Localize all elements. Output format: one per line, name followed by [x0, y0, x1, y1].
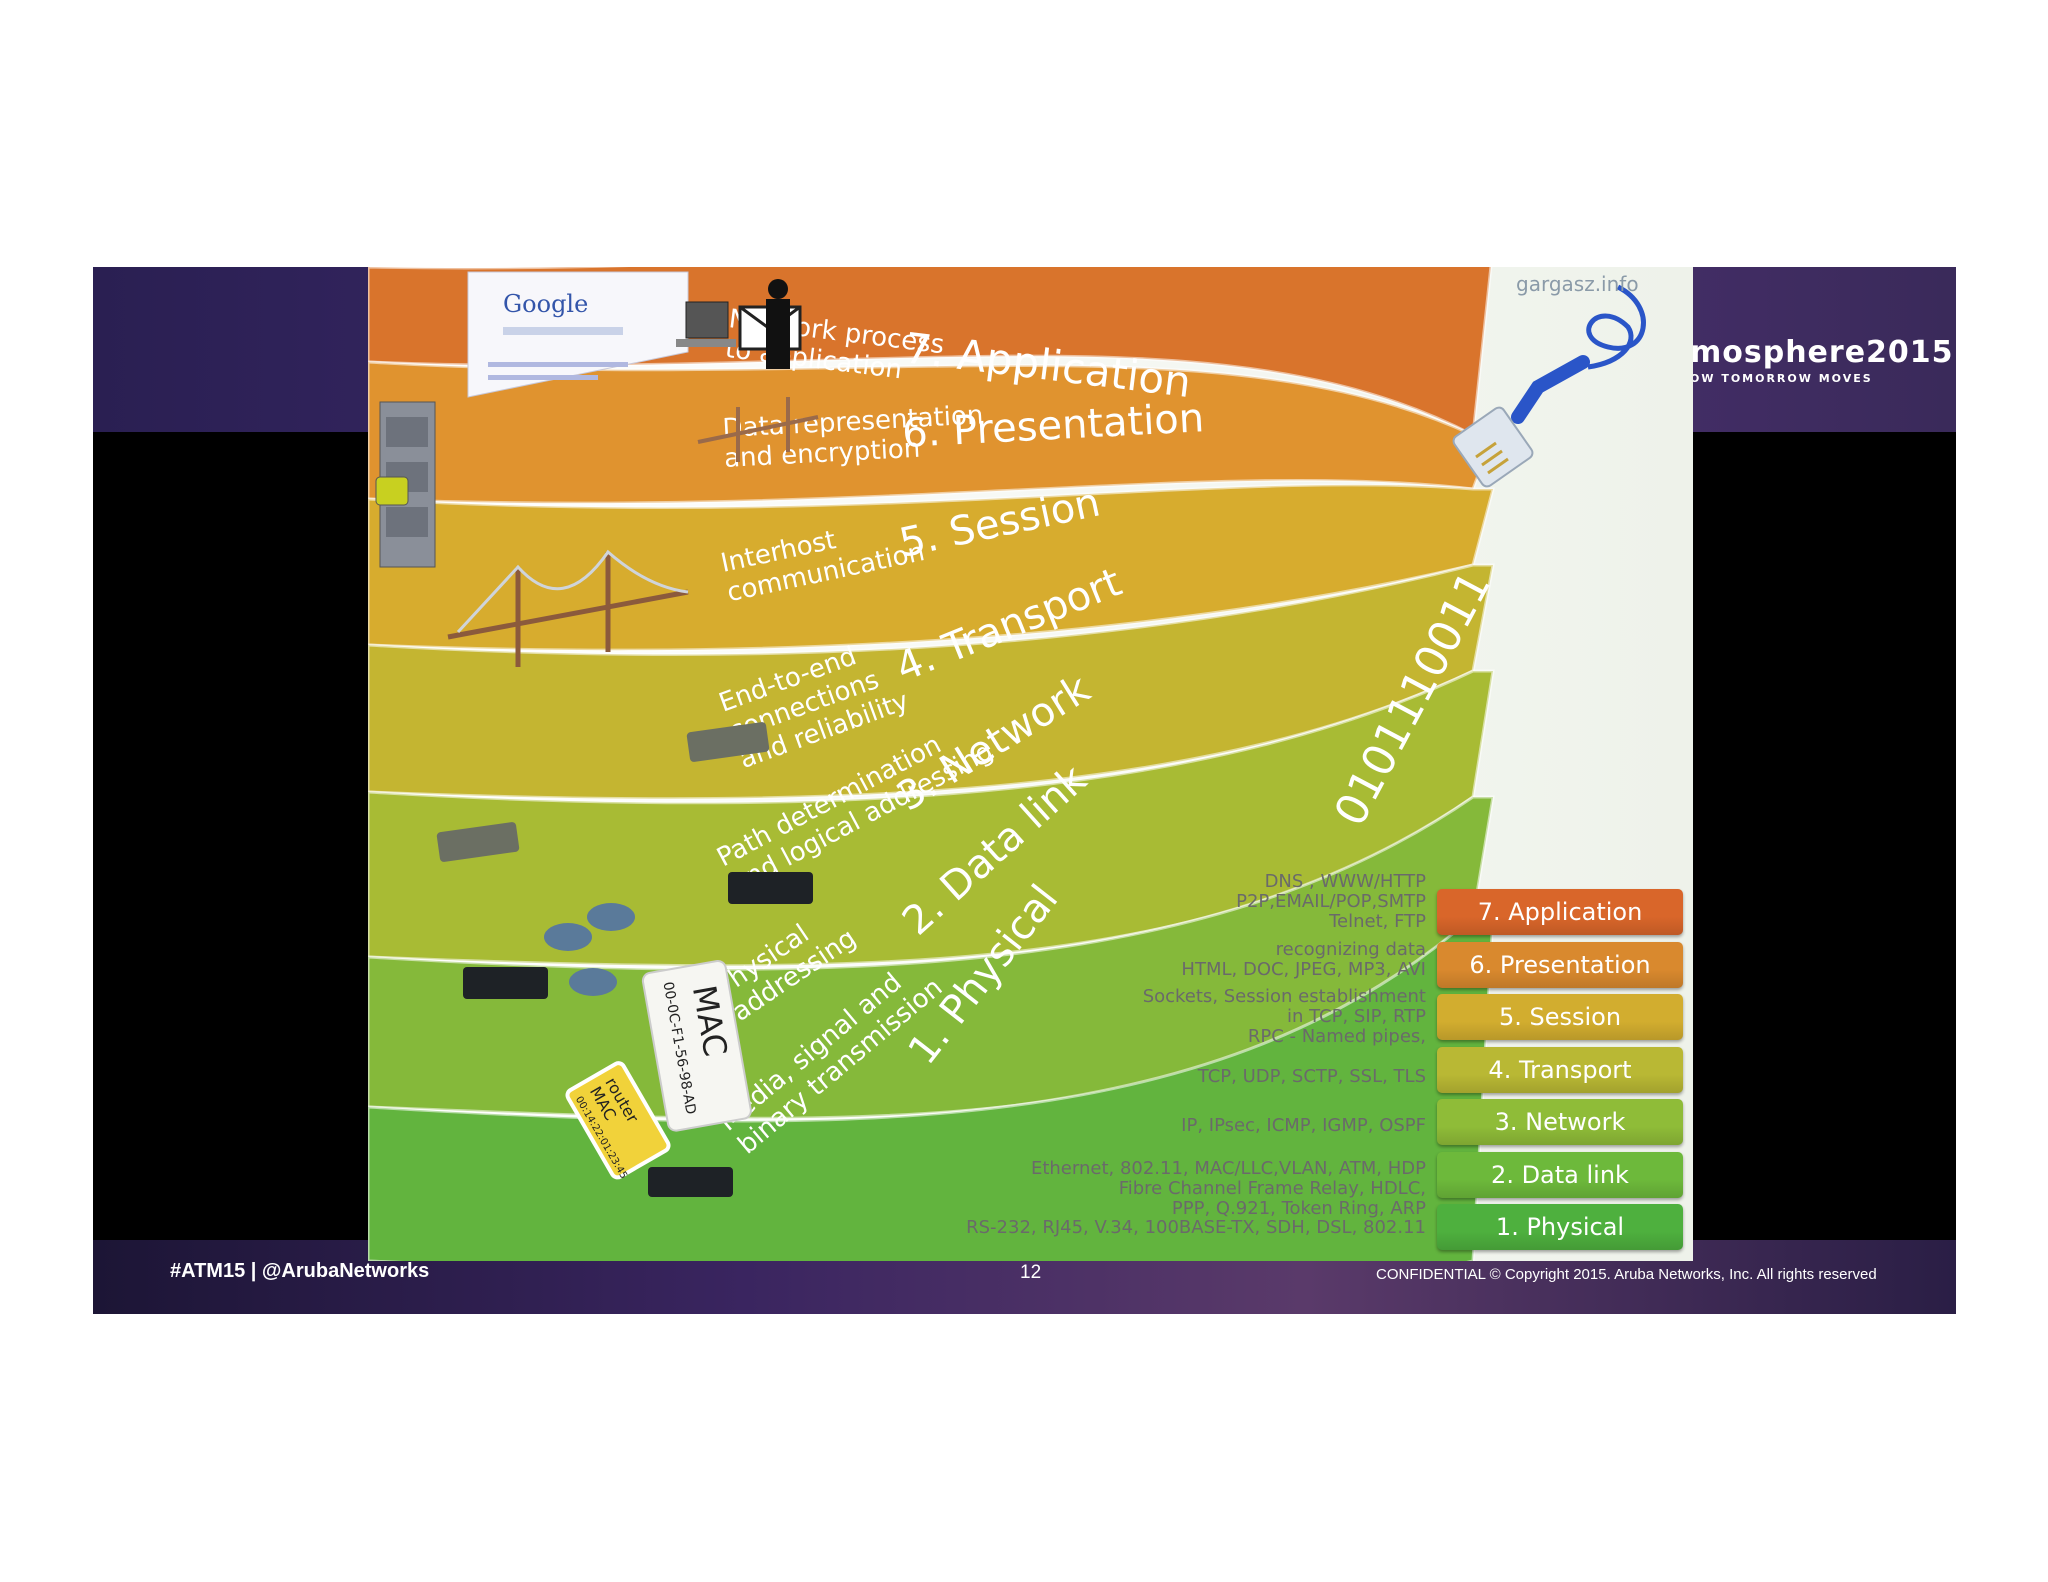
protocol-text: RPC - Named pipes, [1248, 1026, 1426, 1047]
computer-person-icon [676, 279, 802, 369]
protocol-text: HTML, DOC, JPEG, MP3, AVI [1181, 959, 1426, 980]
brand-name: mosphere2015 [1690, 335, 1954, 370]
protocol-text: Fibre Channel Frame Relay, HDLC, [1119, 1178, 1426, 1199]
osi-stack-legend-item: 5. Session [1437, 994, 1683, 1040]
osi-layer-band [368, 483, 1495, 652]
browser-window-icon: Google [467, 271, 689, 398]
source-watermark: gargasz.info [1516, 272, 1639, 296]
ethernet-cable-icon [1452, 284, 1646, 488]
router-icons [436, 722, 813, 1197]
bridge-icon [447, 549, 689, 667]
bridge-small-icon [697, 397, 819, 462]
protocol-text: in TCP, SIP, RTP [1287, 1006, 1426, 1027]
brand-tagline: OW TOMORROW MOVES [1690, 372, 1873, 385]
presentation-slide: mosphere2015 OW TOMORROW MOVES 7. Applic… [93, 267, 1956, 1314]
protocol-text: PPP, Q.921, Token Ring, ARP [1172, 1198, 1426, 1219]
osi-layer-band [368, 795, 1495, 1120]
protocol-text: IP, IPsec, ICMP, IGMP, OSPF [1181, 1115, 1426, 1136]
protocol-text: P2P,EMAIL/POP,SMTP [1236, 891, 1426, 912]
osi-stack-legend-item: 3. Network [1437, 1099, 1683, 1145]
protocol-text: RS-232, RJ45, V.34, 100BASE-TX, SDH, DSL… [966, 1217, 1426, 1238]
protocol-text: recognizing data [1276, 939, 1426, 960]
osi-model-diagram: 7. Application 6. Presentation 5. Session 4… [368, 267, 1693, 1261]
mac-address-tag: MAC 00-0C-F1-56-98-AD [641, 959, 752, 1132]
protocol-text: Ethernet, 802.11, MAC/LLC,VLAN, ATM, HDP [1031, 1158, 1426, 1179]
protocol-text: Sockets, Session establishment [1143, 986, 1426, 1007]
osi-stack-legend-item: 1. Physical [1437, 1204, 1683, 1250]
copyright-notice: CONFIDENTIAL © Copyright 2015. Aruba Net… [1376, 1266, 1877, 1283]
osi-layer-band [368, 563, 1495, 801]
osi-stack-legend-item: 6. Presentation [1437, 941, 1683, 988]
osi-layers-illustration: 7. Application 6. Presentation 5. Session 4… [368, 267, 1693, 1261]
protocol-text: Telnet, FTP [1328, 911, 1426, 932]
protocol-texts: DNS , WWW/HTTPP2P,EMAIL/POP,SMTPTelnet, … [966, 871, 1426, 1238]
protocol-text: DNS , WWW/HTTP [1265, 871, 1427, 892]
event-hashtag: #ATM15 | @ArubaNetworks [170, 1260, 430, 1282]
osi-stack-legend-item: 7. Application [1437, 889, 1683, 935]
osi-stack-legend-item: 4. Transport [1437, 1046, 1683, 1093]
filing-cabinet-lock-icon [375, 401, 436, 568]
protocol-text: TCP, UDP, SCTP, SSL, TLS [1197, 1066, 1426, 1087]
google-logo-text: Google [503, 290, 588, 318]
event-brand-logo: mosphere2015 OW TOMORROW MOVES [1690, 335, 1954, 385]
slide-page-number: 12 [1020, 1262, 1042, 1283]
osi-stack-legend-item: 2. Data link [1437, 1151, 1683, 1198]
